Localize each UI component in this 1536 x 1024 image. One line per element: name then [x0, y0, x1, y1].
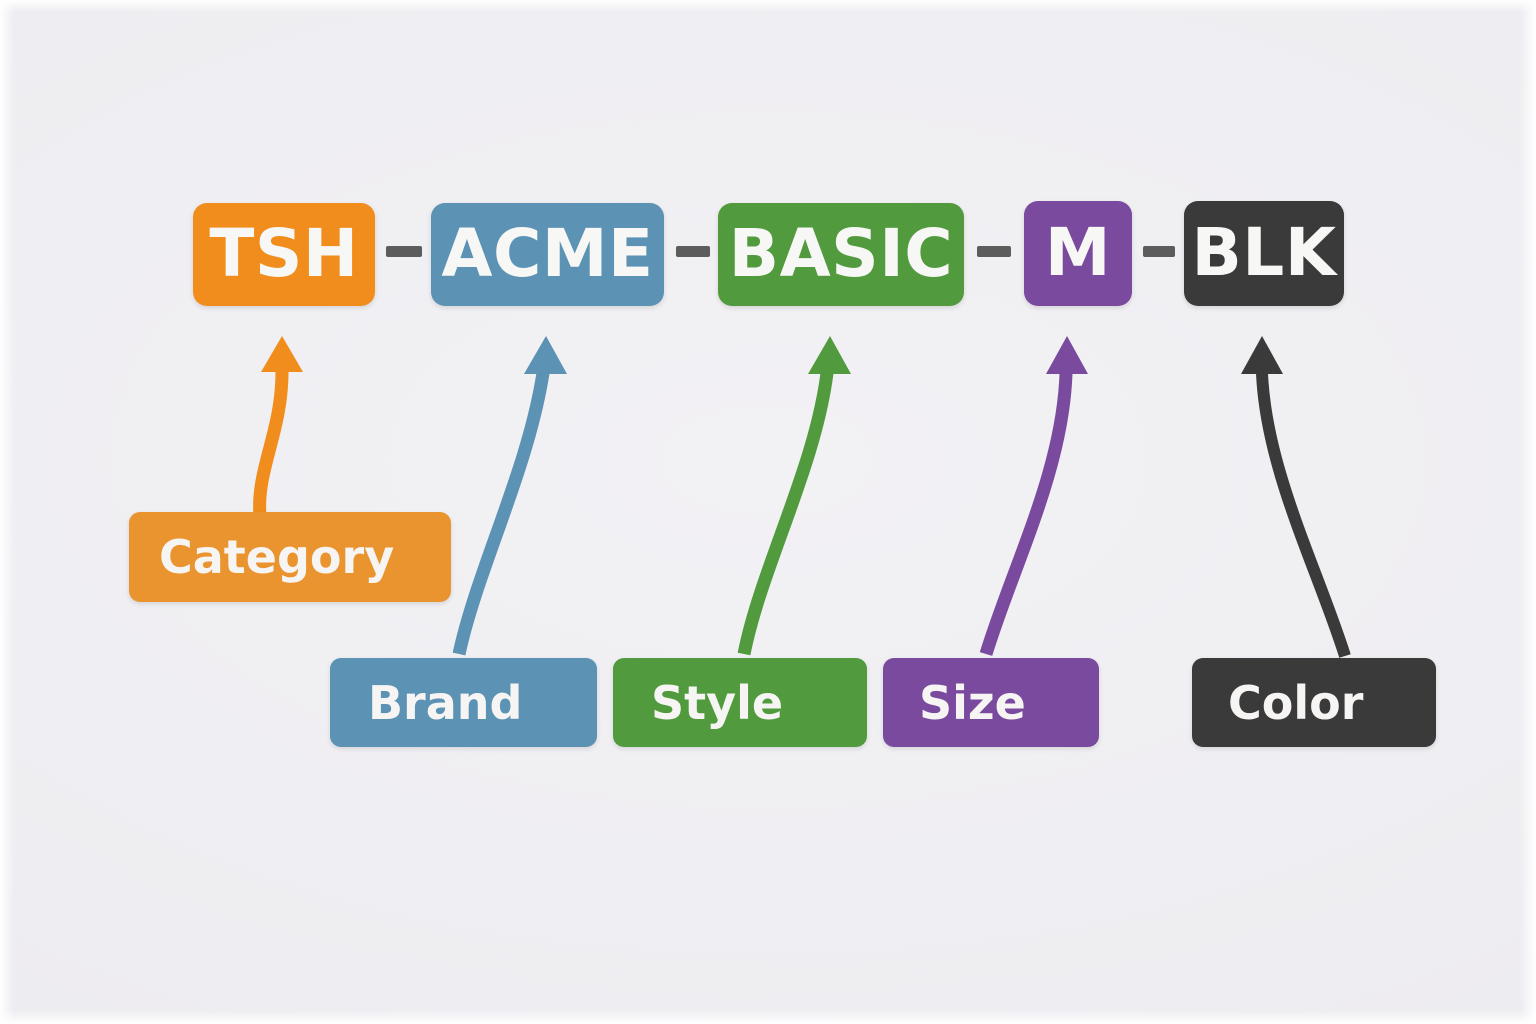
label-text-style: Style [651, 675, 784, 730]
sku-segment-category-code: TSH [209, 214, 359, 292]
sku-segment-brand-chip[interactable]: ACME [431, 203, 664, 306]
label-text-color: Color [1228, 675, 1364, 730]
arrow-color-to-blk [1241, 336, 1351, 658]
sku-separator-2 [676, 246, 710, 257]
label-chip-color[interactable]: Color [1192, 658, 1436, 747]
sku-segment-style-code: BASIC [728, 214, 954, 292]
label-text-brand: Brand [368, 675, 523, 730]
sku-separator-3 [977, 246, 1011, 257]
sku-separator-4 [1143, 246, 1175, 257]
label-chip-category[interactable]: Category [129, 512, 451, 602]
sku-segment-style-chip[interactable]: BASIC [718, 203, 964, 306]
label-text-size: Size [919, 675, 1026, 730]
sku-segment-size-chip[interactable]: M [1024, 201, 1132, 306]
arrow-brand-to-acme [452, 336, 567, 656]
arrow-size-to-m [979, 336, 1088, 656]
sku-segment-color-code: BLK [1191, 213, 1337, 291]
arrow-style-to-basic [737, 336, 851, 656]
label-chip-style[interactable]: Style [613, 658, 867, 747]
label-chip-brand[interactable]: Brand [330, 658, 597, 747]
sku-segment-brand-code: ACME [441, 214, 654, 292]
label-chip-size[interactable]: Size [883, 658, 1099, 747]
sku-separator-1 [386, 246, 422, 257]
sku-segment-size-code: M [1044, 213, 1112, 291]
sku-segment-color-chip[interactable]: BLK [1184, 201, 1344, 306]
arrow-category-to-tsh [253, 336, 303, 517]
sku-segment-category-chip[interactable]: TSH [193, 203, 375, 306]
label-text-category: Category [159, 530, 395, 584]
